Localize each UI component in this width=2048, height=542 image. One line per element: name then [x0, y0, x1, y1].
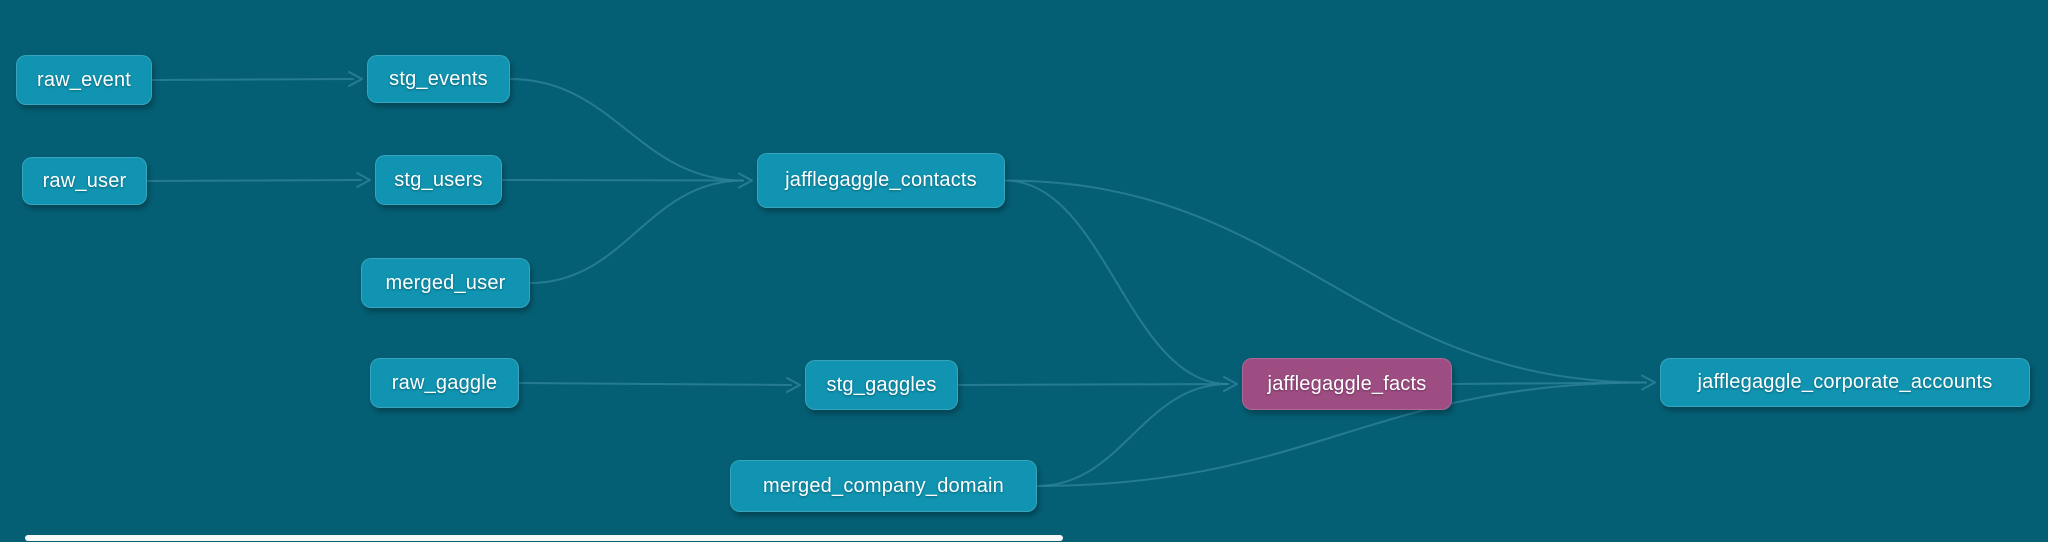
- horizontal-scrollbar-thumb[interactable]: [25, 535, 1063, 541]
- node-raw_user[interactable]: raw_user: [22, 157, 147, 205]
- node-label-stg_events: stg_events: [389, 67, 488, 90]
- edge-raw_user-to-stg_users: [146, 179, 362, 182]
- node-merged_company_domain[interactable]: merged_company_domain: [730, 460, 1037, 512]
- edge-stg_gaggles-to-jafflegaggle_facts: [957, 383, 1229, 386]
- node-raw_gaggle[interactable]: raw_gaggle: [370, 358, 519, 408]
- node-label-stg_users: stg_users: [394, 168, 483, 191]
- node-jafflegaggle_corporate_accounts[interactable]: jafflegaggle_corporate_accounts: [1660, 358, 2030, 407]
- edge-stg_users-to-jafflegaggle_contacts: [501, 179, 744, 182]
- arrowhead-icon-stg_users: [356, 172, 371, 188]
- node-merged_user[interactable]: merged_user: [361, 258, 530, 308]
- node-stg_users[interactable]: stg_users: [375, 155, 502, 205]
- node-label-jafflegaggle_corporate_accounts: jafflegaggle_corporate_accounts: [1697, 371, 1993, 393]
- node-label-jafflegaggle_facts: jafflegaggle_facts: [1267, 372, 1427, 395]
- node-label-merged_user: merged_user: [385, 271, 506, 294]
- node-label-raw_event: raw_event: [36, 68, 132, 91]
- edge-jafflegaggle_contacts-to-jafflegaggle_corporate_accounts: [1004, 179, 1647, 384]
- node-label-raw_user: raw_user: [42, 169, 127, 192]
- node-label-merged_company_domain: merged_company_domain: [762, 474, 1004, 497]
- edge-raw_event-to-stg_events: [151, 78, 354, 81]
- node-jafflegaggle_facts[interactable]: jafflegaggle_facts: [1242, 358, 1452, 410]
- edge-raw_gaggle-to-stg_gaggles: [518, 382, 792, 386]
- node-raw_event[interactable]: raw_event: [16, 55, 152, 105]
- node-jafflegaggle_contacts[interactable]: jafflegaggle_contacts: [757, 153, 1005, 208]
- arrowhead-icon-jafflegaggle_corporate_accounts: [1641, 374, 1656, 391]
- node-stg_events[interactable]: stg_events: [367, 55, 510, 103]
- arrowhead-icon-jafflegaggle_facts: [1223, 376, 1238, 392]
- edge-merged_company_domain-to-jafflegaggle_facts: [1036, 383, 1229, 487]
- edge-jafflegaggle_contacts-to-jafflegaggle_facts: [1004, 179, 1229, 385]
- arrowhead-icon-jafflegaggle_contacts: [738, 172, 753, 189]
- arrowhead-icon-stg_events: [348, 71, 363, 87]
- node-label-raw_gaggle: raw_gaggle: [391, 371, 498, 394]
- edge-merged_company_domain-to-jafflegaggle_corporate_accounts: [1036, 381, 1647, 487]
- edge-merged_user-to-jafflegaggle_contacts: [529, 179, 744, 284]
- arrowhead-icon-stg_gaggles: [786, 377, 801, 393]
- node-label-jafflegaggle_contacts: jafflegaggle_contacts: [785, 169, 977, 191]
- edge-stg_events-to-jafflegaggle_contacts: [509, 78, 744, 182]
- node-stg_gaggles[interactable]: stg_gaggles: [805, 360, 958, 410]
- node-label-stg_gaggles: stg_gaggles: [826, 373, 937, 396]
